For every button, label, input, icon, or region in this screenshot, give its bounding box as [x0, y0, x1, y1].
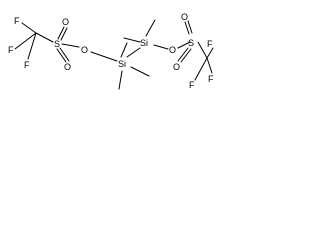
- atom-labels: F F F S O O O Si Si O S O O F F F: [8, 12, 214, 90]
- atom-o-left-top: O: [62, 17, 69, 27]
- atom-o-left-link: O: [81, 45, 88, 55]
- atom-f-top-left: F: [14, 16, 20, 26]
- bond-cf-top-left: [21, 22, 37, 34]
- chemical-structure: F F F S O O O Si Si O S O O F F F: [8, 12, 214, 90]
- bond-cf-left: [14, 32, 37, 50]
- atom-f-right-right: F: [208, 74, 214, 84]
- bond-si-o-right: [153, 44, 169, 50]
- bond-si-left-methyl-down: [118, 70, 123, 90]
- bond-s-o-bottom-left-a: [56, 48, 67, 63]
- bond-si-left-methyl-top: [120, 42, 128, 58]
- bond-si-si: [126, 47, 141, 58]
- bond-s-o-top-right-b: [187, 20, 193, 34]
- bond-cf-right-bottom: [194, 57, 208, 81]
- atom-o-right-bottom: O: [173, 62, 180, 72]
- bond-s-o-top-left-b: [60, 27, 68, 41]
- bond-c-s-left: [35, 32, 54, 43]
- atom-f-right-bottom: F: [189, 80, 195, 90]
- bond-o-s-link-right: [177, 41, 191, 49]
- bond-o-si-left: [90, 51, 118, 62]
- atom-f-bottom-left: F: [24, 60, 30, 70]
- bonds: [14, 19, 214, 90]
- bond-cf-bottom-left: [27, 32, 37, 60]
- bond-si-left-methyl-right: [130, 66, 150, 77]
- bond-s-o-top-left-a: [57, 26, 65, 40]
- atom-f-left: F: [8, 45, 14, 55]
- atom-o-right-top: O: [181, 12, 188, 22]
- bond-s-c-right: [197, 41, 208, 59]
- bond-si-right-methyl-left: [123, 37, 141, 43]
- bond-s-o-bottom-right-b: [180, 48, 192, 63]
- atom-f-right-top: F: [207, 39, 213, 49]
- bond-s-o-bottom-right-a: [177, 47, 189, 62]
- bond-si-right-methyl-top: [145, 19, 156, 37]
- bond-cf-right-right: [206, 57, 213, 74]
- atom-o-left-bottom: O: [64, 62, 71, 72]
- bond-s-o-link-left: [61, 43, 80, 48]
- atom-si-left: Si: [118, 59, 126, 69]
- atom-o-right-link: O: [169, 45, 176, 55]
- atom-si-right: Si: [140, 38, 148, 48]
- bond-cf-right-top: [206, 47, 214, 59]
- bond-s-o-bottom-left-b: [59, 47, 70, 62]
- atom-s-left: S: [54, 39, 60, 49]
- atom-s-right: S: [188, 38, 194, 48]
- bond-s-o-top-right-a: [184, 21, 190, 35]
